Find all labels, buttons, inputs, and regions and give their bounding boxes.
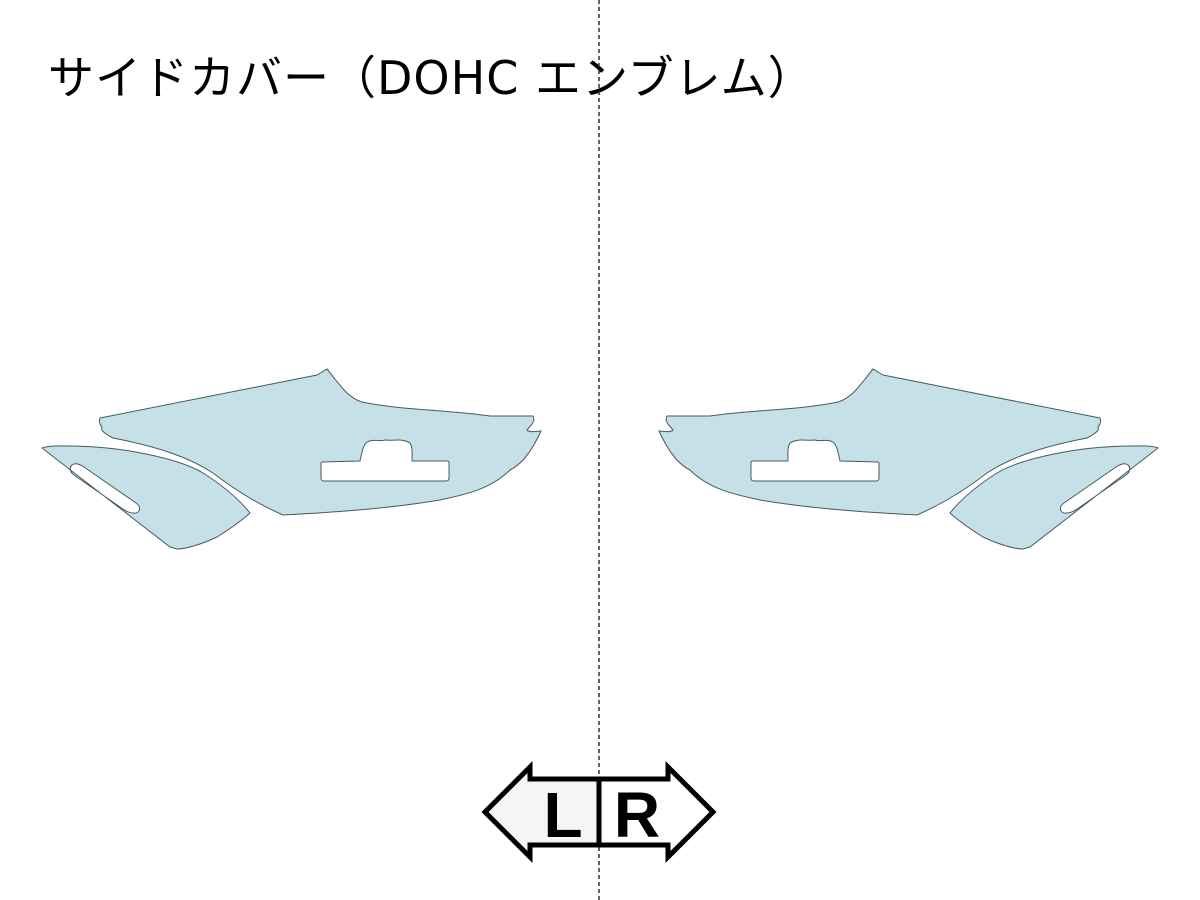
right-arrow xyxy=(596,760,717,864)
left-side-parts xyxy=(41,368,542,550)
right-side-parts xyxy=(658,368,1159,550)
page-title: サイドカバー（DOHC エンブレム） xyxy=(48,51,815,105)
right-label: R xyxy=(614,779,660,851)
left-arrow xyxy=(481,760,602,864)
left-label: L xyxy=(543,779,582,851)
left-right-arrow-icon: L R xyxy=(481,760,717,864)
